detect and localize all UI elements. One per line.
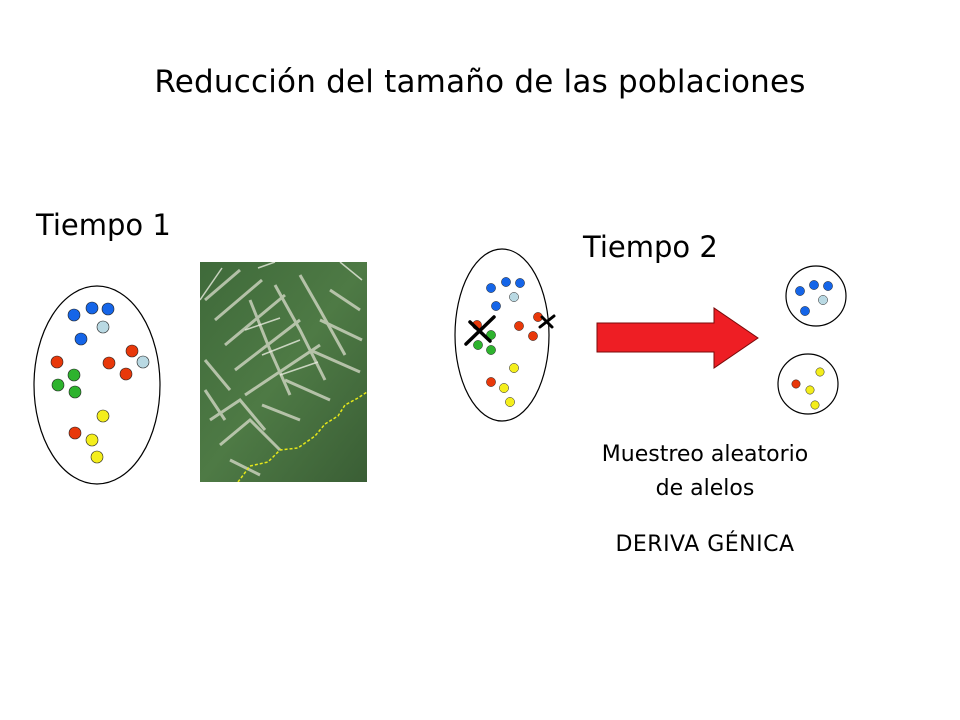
allele-blue xyxy=(515,278,525,288)
diagram-shape xyxy=(468,320,492,343)
allele-red xyxy=(50,355,64,369)
diagram-shape xyxy=(244,317,319,376)
caption-line-1: Muestreo aleatorio xyxy=(601,442,809,467)
allele-blue xyxy=(501,277,511,287)
time-2-label: Tiempo 2 xyxy=(583,230,718,264)
allele-lightblue xyxy=(96,320,110,334)
allele-blue xyxy=(823,281,833,291)
allele-red xyxy=(791,379,801,389)
allele-blue xyxy=(67,308,81,322)
subpopulation-a-alleles xyxy=(795,280,833,316)
allele-blue xyxy=(85,301,99,315)
population-time1-alleles xyxy=(50,301,150,464)
right-arrow-icon xyxy=(596,307,759,369)
allele-red xyxy=(125,344,139,358)
caption-line-2: de alelos xyxy=(655,476,755,501)
slide-title: Reducción del tamaño de las poblaciones xyxy=(154,64,806,100)
eliminated-mark-icon xyxy=(464,315,496,346)
allele-yellow xyxy=(499,383,509,393)
allele-lightblue xyxy=(818,295,828,305)
allele-blue xyxy=(795,286,805,296)
allele-green xyxy=(68,385,82,399)
aerial-deforestation-photo xyxy=(200,262,367,482)
diagram-shape xyxy=(248,274,347,396)
allele-green xyxy=(67,368,81,382)
subpopulation-a-circle xyxy=(785,265,847,327)
allele-yellow xyxy=(805,385,815,395)
allele-green xyxy=(473,340,483,350)
allele-green xyxy=(51,378,65,392)
allele-yellow xyxy=(85,433,99,447)
allele-yellow xyxy=(815,367,825,377)
subpopulation-b-alleles xyxy=(791,367,825,410)
allele-yellow xyxy=(810,400,820,410)
allele-red xyxy=(486,377,496,387)
allele-lightblue xyxy=(136,355,150,369)
allele-yellow xyxy=(96,409,110,423)
genetic-drift-label: DERIVA GÉNICA xyxy=(615,532,795,557)
allele-blue xyxy=(101,302,115,316)
allele-lightblue xyxy=(509,292,519,302)
eliminated-mark-icon xyxy=(538,314,556,329)
allele-blue xyxy=(486,283,496,293)
population-time1-ellipse xyxy=(33,285,161,485)
allele-red xyxy=(528,331,538,341)
diagram-shape xyxy=(200,262,363,301)
allele-yellow xyxy=(90,450,104,464)
allele-yellow xyxy=(505,397,515,407)
diagram-shape xyxy=(203,359,261,477)
allele-yellow xyxy=(509,363,519,373)
subpopulation-b-circle xyxy=(777,353,839,415)
allele-red xyxy=(514,321,524,331)
diagram-shape xyxy=(204,268,321,397)
population-time2-alleles xyxy=(472,277,543,407)
allele-blue xyxy=(491,301,501,311)
allele-blue xyxy=(74,332,88,346)
allele-blue xyxy=(809,280,819,290)
caption: Muestreo aleatorio de alelos xyxy=(540,438,870,506)
allele-red xyxy=(68,426,82,440)
allele-blue xyxy=(800,306,810,316)
allele-red xyxy=(119,367,133,381)
diagram-shape xyxy=(540,315,554,329)
time-1-label: Tiempo 1 xyxy=(36,208,171,242)
boundary-line xyxy=(237,391,367,482)
diagram-shape xyxy=(209,378,331,452)
population-time2-ellipse xyxy=(454,248,550,422)
diagram-shape xyxy=(309,288,363,374)
allele-green xyxy=(486,345,496,355)
allele-red xyxy=(102,356,116,370)
